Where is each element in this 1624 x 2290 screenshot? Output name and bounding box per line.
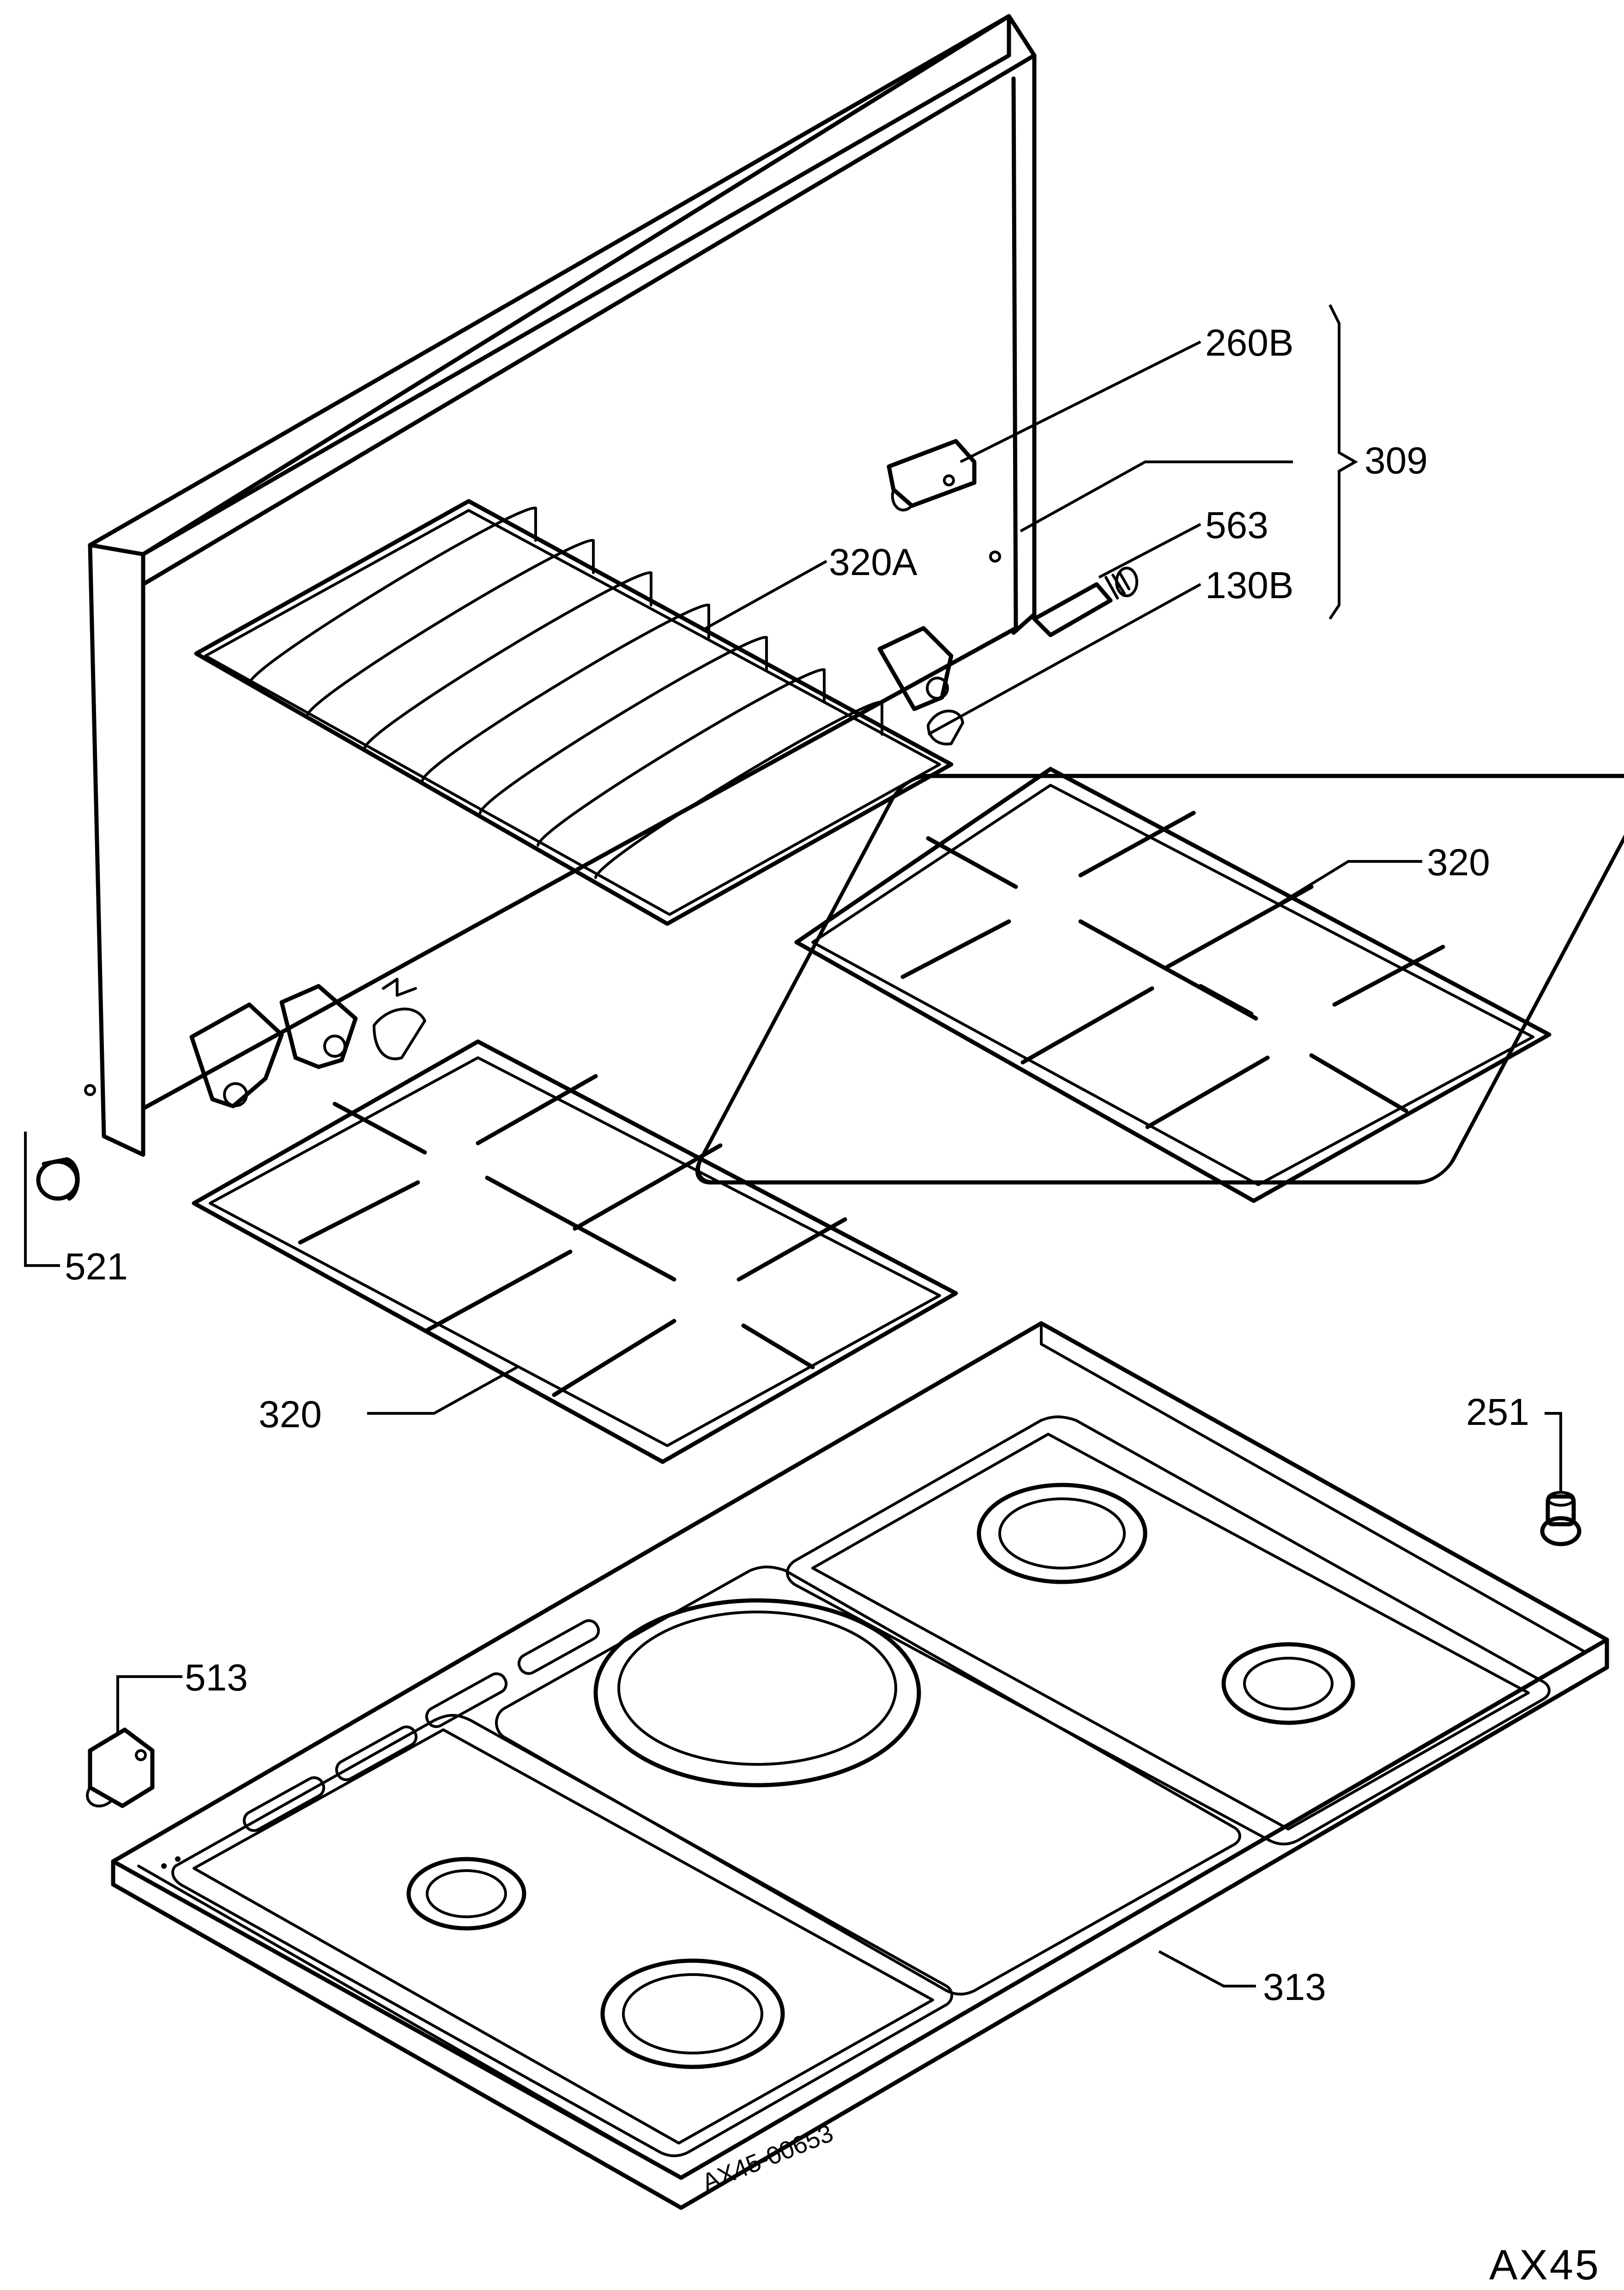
clip-513: [86, 1727, 155, 1808]
wire-shelf-320a: [194, 499, 954, 926]
label-313: 313: [1263, 1966, 1326, 2008]
label-320-left: 320: [259, 1393, 322, 1436]
label-251: 251: [1466, 1391, 1529, 1433]
label-513: 513: [185, 1657, 248, 1699]
part-labels: 260B 309 563 130B 320A 320 320 521 251 5…: [65, 322, 1529, 2008]
label-563: 563: [1205, 504, 1268, 546]
label-309: 309: [1364, 440, 1428, 482]
label-260b: 260B: [1205, 322, 1294, 364]
knob-521: [36, 1157, 80, 1201]
label-130b: 130B: [1205, 564, 1294, 606]
backsplash-panel: [84, 14, 1037, 1157]
pan-support-left: [192, 1039, 958, 1464]
hob-top-313: [111, 1321, 1609, 2210]
label-320a: 320A: [829, 541, 918, 583]
leader-lines: [24, 304, 1562, 1987]
foot-251: [1540, 1491, 1582, 1546]
corner-code: AX45: [1489, 2242, 1600, 2289]
label-521: 521: [65, 1246, 128, 1288]
pan-support-right: [695, 767, 1624, 1203]
clip-260b: [887, 439, 977, 512]
spring-563: [1032, 567, 1138, 637]
label-320-right: 320: [1427, 842, 1490, 884]
